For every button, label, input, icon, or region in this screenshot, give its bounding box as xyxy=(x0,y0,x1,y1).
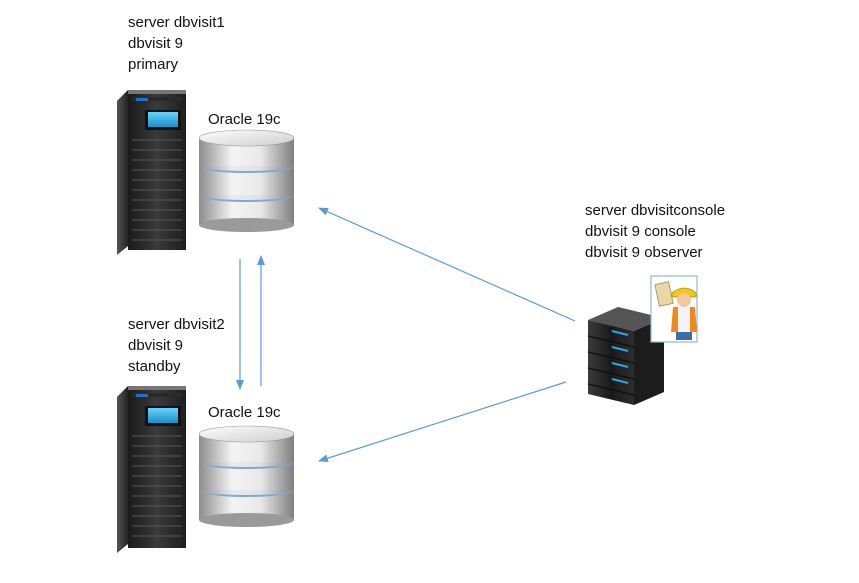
console-worker-icon xyxy=(650,275,698,343)
console-to-primary-arrow xyxy=(318,207,576,322)
primary-database-icon xyxy=(198,129,295,232)
console-server-name: server dbvisitconsole xyxy=(585,202,726,219)
connection-arrows xyxy=(236,207,576,463)
console-app-version: dbvisit 9 console xyxy=(585,223,696,240)
console-to-standby-arrow xyxy=(318,381,567,463)
standby-tower-server-icon xyxy=(117,386,186,553)
standby-server-label: server dbvisit2 dbvisit 9 standby xyxy=(128,314,225,377)
primary-server-label: server dbvisit1 dbvisit 9 primary xyxy=(128,12,225,75)
console-server-label: server dbvisitconsole dbvisit 9 console … xyxy=(585,200,725,263)
primary-dbvisit-version: dbvisit 9 xyxy=(128,35,184,52)
primary-oracle-label: Oracle 19c xyxy=(208,111,281,128)
primary-tower-server-icon xyxy=(117,90,186,255)
primary-server-name: server dbvisit1 xyxy=(128,14,225,31)
console-observer-version: dbvisit 9 observer xyxy=(585,244,703,261)
standby-server-name: server dbvisit2 xyxy=(128,316,225,333)
standby-dbvisit-version: dbvisit 9 xyxy=(128,337,184,354)
standby-oracle-label: Oracle 19c xyxy=(208,404,281,421)
standby-database-icon xyxy=(198,425,295,527)
standby-role: standby xyxy=(128,358,181,375)
primary-role: primary xyxy=(128,56,179,73)
